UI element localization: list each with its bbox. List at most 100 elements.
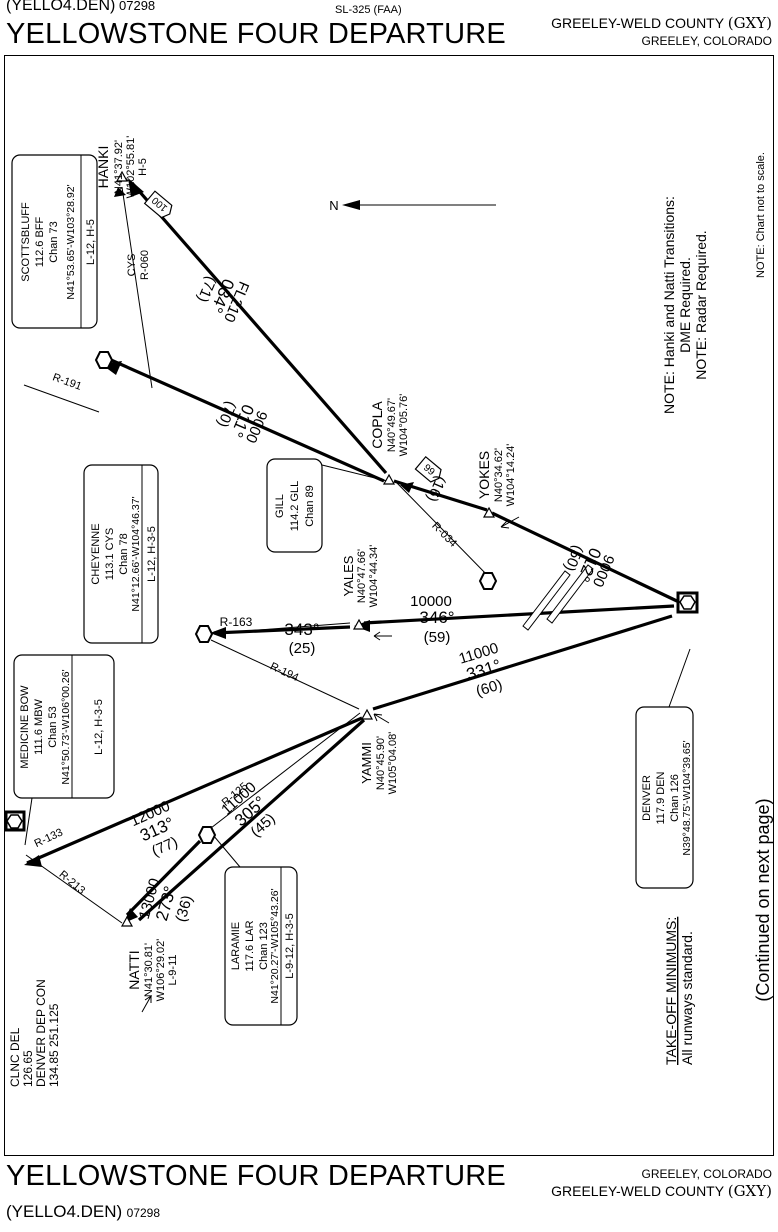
navaid-box-scottsbluff: SCOTTSBLUFF 112.6 BFF Chan 73 N41°53.65'…	[11, 154, 98, 329]
hanki-chart: H-5	[137, 158, 149, 176]
fix-yokes-label: YOKES N40°34.62' W104°14.24'	[476, 444, 517, 507]
scottsbluff-name: SCOTTSBLUFF	[20, 202, 32, 282]
note-continued: (Continued on next page)	[753, 798, 773, 1001]
route-copla-bff	[110, 358, 385, 483]
vor-gill-icon	[478, 572, 498, 590]
radial-line-mbw213	[25, 854, 123, 924]
gill-freq: 114.2 GLL	[289, 481, 301, 532]
comms-block: CLNC DEL 126.65 DENVER DEP CON 134.85 25…	[8, 979, 61, 1087]
leg-lar-natti-dist: (36)	[172, 894, 196, 924]
hanki-c1: N41°37.92'	[113, 140, 125, 194]
gill-name: GILL	[274, 494, 286, 518]
route-lar-natti	[125, 839, 202, 917]
cheyenne-name: CHEYENNE	[90, 523, 102, 584]
medicine-bow-freq: 111.6 MBW	[33, 698, 45, 754]
chart-frame	[4, 55, 774, 1156]
procedure-code-top: (YELLO4.DEN) 07298	[6, 0, 155, 15]
fix-copla-icon	[382, 473, 396, 485]
navaid-box-laramie: LARAMIE 117.6 LAR Chan 123 N41°20.27'-W1…	[224, 866, 298, 1026]
radial-line-cys194	[210, 639, 360, 710]
laramie-chart: L-9-12, H-3-5	[284, 913, 296, 978]
note-chart-scale: NOTE: Chart not to scale.	[755, 152, 767, 278]
cheyenne-coords: N41°12.66'-W104°46.37'	[130, 496, 142, 611]
leg-yammi-lar: 11000 305° (45)	[218, 779, 278, 841]
denver-coords: N39°48.75'-W104°39.65'	[681, 740, 693, 855]
natti-c1: N41°30.81'	[143, 943, 155, 997]
arrowhead-cys	[210, 627, 226, 639]
mbw-callout-line	[24, 797, 33, 846]
route-yales-cys	[213, 625, 351, 635]
radial-cys060: R-060	[139, 250, 151, 280]
note-trans-2: DME Required.	[677, 257, 693, 353]
footer-code: (YELLO4.DEN)	[6, 1202, 123, 1221]
yales-name: YALES	[341, 555, 356, 596]
fix-yales-icon	[352, 618, 366, 630]
fix-arrow-yokes	[500, 516, 520, 529]
airport-city: GREELEY, COLORADO	[641, 34, 773, 48]
scottsbluff-coords: N41°53.65'-W103°28.92'	[65, 184, 77, 299]
arrowhead-copla	[400, 482, 414, 493]
navaid-box-gill: GILL 114.2 GLL Chan 89	[266, 458, 323, 553]
medicine-bow-chart: L-12, H-3-5	[93, 699, 105, 755]
radial-line-bff	[23, 384, 100, 413]
scottsbluff-freq: 112.6 BFF	[34, 216, 46, 267]
leg-yales-cys-crs: 343°	[284, 620, 319, 639]
copla-c1: N40°49.67'	[386, 398, 398, 452]
laramie-name: LARAMIE	[230, 922, 242, 970]
comms-dep-con: DENVER DEP CON	[34, 979, 48, 1087]
footer-num: 07298	[126, 1206, 161, 1220]
route-yammi-mbw	[26, 716, 363, 865]
radial-line-lar125	[210, 712, 361, 829]
footer-airport-text: GREELEY-WELD COUNTY	[551, 1183, 724, 1199]
fix-hanki-icon	[115, 170, 129, 182]
radial-cys-label: CYS	[126, 254, 138, 277]
arrowhead-mbw	[24, 855, 42, 867]
route-copla-hanki	[130, 181, 388, 475]
radial-line-gll034	[395, 481, 492, 580]
vor-laramie-icon	[197, 826, 217, 844]
route-den-yales	[363, 604, 675, 625]
footer-title: YELLOWSTONE FOUR DEPARTURE	[6, 1160, 506, 1192]
cheyenne-freq: 113.1 CYS	[104, 528, 116, 580]
vor-cheyenne-icon	[194, 625, 214, 643]
north-label: N	[329, 198, 338, 213]
natti-name: NATTI	[126, 950, 142, 989]
departure-chart: N 100 66 SCOT	[4, 136, 773, 1087]
gill-chan: Chan 89	[304, 485, 316, 527]
comms-clnc-freq: 126.65	[21, 1050, 35, 1087]
mea-shield-copla: 66	[414, 455, 442, 483]
tom-body: All runways standard.	[679, 931, 695, 1065]
leg-yammi-mbw: 12000 313° (77)	[128, 798, 181, 860]
navaid-box-cheyenne: CHEYENNE 113.1 CYS Chan 78 N41°12.66'-W1…	[83, 464, 159, 644]
north-arrow-head	[342, 200, 360, 210]
yammi-c2: W105°04.08'	[387, 732, 399, 795]
fix-natti-label: NATTI N41°30.81' W106°29.02' L-9-11	[126, 939, 179, 1002]
navaid-box-medicine-bow: MEDICINE BOW 111.6 MBW Chan 53 N41°50.73…	[13, 654, 115, 799]
footer-airport: GREELEY-WELD COUNTY (GXY)	[551, 1182, 772, 1200]
lar-callout-line	[212, 834, 241, 868]
cheyenne-chan: Chan 78	[118, 533, 130, 575]
radial-mbw133: R-133	[33, 827, 65, 851]
footer-ident: (GXY)	[727, 1182, 772, 1200]
procedure-code: (YELLO4.DEN)	[6, 0, 116, 14]
radial-cys194: R-194	[268, 661, 300, 685]
leg-den-yales-dist: (59)	[424, 629, 451, 646]
fix-arrow-natti	[141, 995, 152, 1013]
yales-c1: N40°47.66'	[356, 549, 368, 603]
yales-c2: W104°44.34'	[368, 545, 380, 608]
laramie-coords: N41°20.27'-W105°43.26'	[269, 888, 281, 1003]
faa-designator: SL-325 (FAA)	[335, 4, 402, 16]
arrowhead-cys060	[114, 187, 126, 197]
laramie-freq: 117.6 LAR	[244, 920, 256, 971]
mea-shield-hanki: 100	[143, 190, 173, 219]
footer-code-line: (YELLO4.DEN) 07298	[6, 1202, 160, 1222]
copla-c2: W104°05.76'	[398, 394, 410, 457]
yammi-name: YAMMI	[359, 742, 374, 784]
natti-chart: L-9-11	[167, 955, 179, 986]
denver-freq: 117.9 DEN	[655, 771, 667, 824]
vortac-medicine-bow-icon	[4, 810, 26, 832]
denver-chan: Chan 126	[669, 774, 681, 822]
page-title: YELLOWSTONE FOUR DEPARTURE	[6, 18, 506, 50]
note-trans-3: NOTE: Radar Required.	[693, 230, 709, 379]
footer-city: GREELEY, COLORADO	[641, 1167, 773, 1181]
